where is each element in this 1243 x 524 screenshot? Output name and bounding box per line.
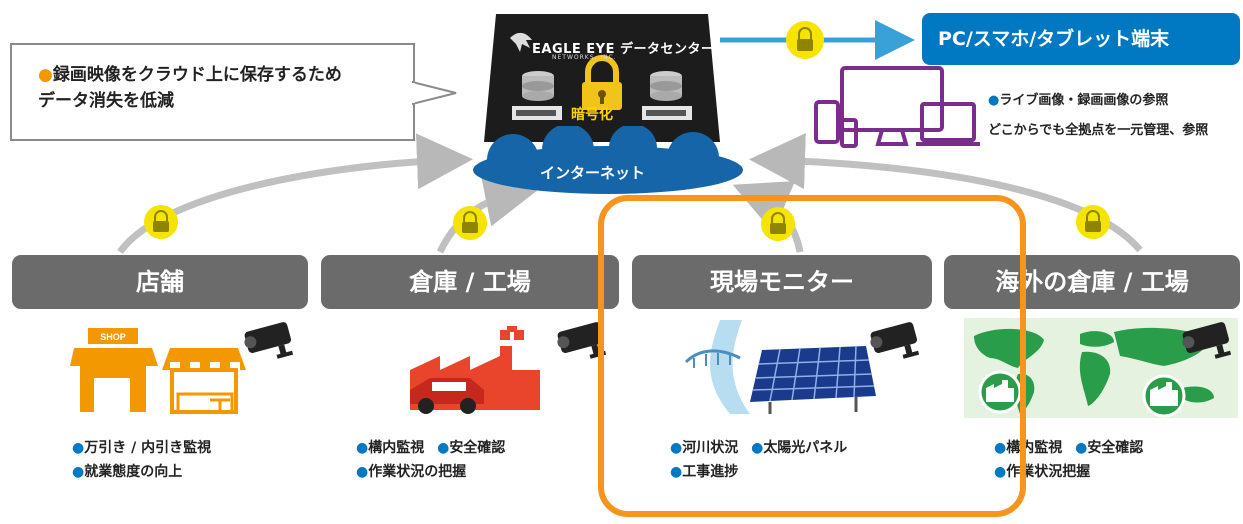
bullet-dot: ● (356, 440, 369, 456)
bullet-dot: ● (437, 440, 450, 456)
callout-line-1: 録画映像をクラウド上に保存するため (52, 65, 342, 85)
store-bullet-1: 万引き / 内引き監視 (84, 440, 212, 456)
overseas-bullets: ●構内監視 ●安全確認 ●作業状況把握 (994, 436, 1143, 484)
bullet-dot: ● (751, 440, 764, 456)
camera-icon-overseas (1182, 322, 1232, 359)
bullet-dot: ● (72, 440, 85, 456)
bullet-dot: ● (670, 464, 683, 480)
datacenter-box (484, 14, 720, 142)
site-bullet-1: 河川状況 (682, 440, 739, 456)
cloud-label: インターネット (540, 164, 646, 182)
server-right (642, 71, 692, 120)
big-lock-icon (582, 55, 622, 110)
highlight-frame (598, 195, 1026, 517)
store-bullets: ●万引き / 内引き監視 ●就業態度の向上 (72, 436, 211, 484)
terminal-line-2: どこからでも全拠点を一元管理、参照 (988, 123, 1209, 138)
arrow-store (117, 133, 473, 255)
site-bullets: ●河川状況 ●太陽光パネル ●工事進捗 (670, 436, 847, 484)
bullet-dot: ● (994, 440, 1007, 456)
bullet-dot: ● (1075, 440, 1088, 456)
category-overseas: 海外の倉庫 / 工場 (944, 255, 1240, 309)
shop-sign-text: SHOP (100, 332, 126, 342)
factory-badge-right (1142, 374, 1186, 418)
bullet-dot: ● (994, 464, 1007, 480)
lock-icon-warehouse (453, 206, 487, 240)
lock-icon-terminal (786, 21, 824, 59)
datacenter-brand: EAGLE EYE データセンター (532, 42, 715, 57)
terminal-line-1-text: ライブ画像・録画画像の参照 (999, 93, 1169, 108)
eagle-logo (510, 32, 532, 52)
internet-cloud (473, 126, 743, 194)
site-bullet-2: 太陽光パネル (763, 440, 848, 456)
warehouse-bullet-3: 作業状況の把握 (368, 464, 467, 480)
category-warehouse: 倉庫 / 工場 (321, 255, 619, 309)
encryption-label: 暗号化 (571, 107, 613, 123)
lock-icon-overseas (1076, 205, 1110, 239)
site-bullet-3: 工事進捗 (682, 464, 739, 480)
bullet-dot: ● (670, 440, 683, 456)
terminal-line-1: ●ライブ画像・録画画像の参照 (988, 89, 1168, 108)
warehouse-bullets: ●構内監視 ●安全確認 ●作業状況の把握 (356, 436, 505, 484)
callout-box (10, 43, 415, 141)
store-bullet-2: 就業態度の向上 (84, 464, 183, 480)
arrow-overseas (749, 133, 1143, 253)
callout-text: ●録画映像をクラウド上に保存するため データ消失を低減 (38, 62, 342, 114)
devices-icon (814, 66, 980, 148)
lock-icon-store (144, 205, 178, 239)
bullet-dot: ● (356, 464, 369, 480)
bullet-dot: ● (72, 464, 85, 480)
camera-icon-site (870, 322, 920, 359)
category-store: 店舗 (12, 255, 308, 309)
datacenter-sub: NETWORKS, INC. (552, 54, 617, 61)
camera-icon-store (244, 322, 294, 359)
solar-river-illustration (684, 320, 876, 414)
factory-badge-left (978, 370, 1022, 414)
bullet-dot: ● (38, 65, 53, 85)
overseas-bullet-2: 安全確認 (1087, 440, 1144, 456)
callout-pointer (412, 80, 457, 106)
world-map-illustration (964, 318, 1238, 418)
factory-illustration (410, 326, 540, 414)
warehouse-bullet-2: 安全確認 (449, 440, 506, 456)
category-site-monitor: 現場モニター (632, 255, 932, 309)
callout-line-2: データ消失を低減 (38, 91, 174, 111)
terminal-title-box: PC/スマホ/タブレット端末 (922, 13, 1240, 65)
warehouse-bullet-1: 構内監視 (368, 440, 425, 456)
bullet-dot: ● (988, 93, 1000, 108)
lock-icon-site (761, 207, 795, 241)
overseas-bullet-3: 作業状況把握 (1006, 464, 1091, 480)
store-illustration: SHOP (70, 328, 246, 414)
server-left (512, 71, 562, 120)
